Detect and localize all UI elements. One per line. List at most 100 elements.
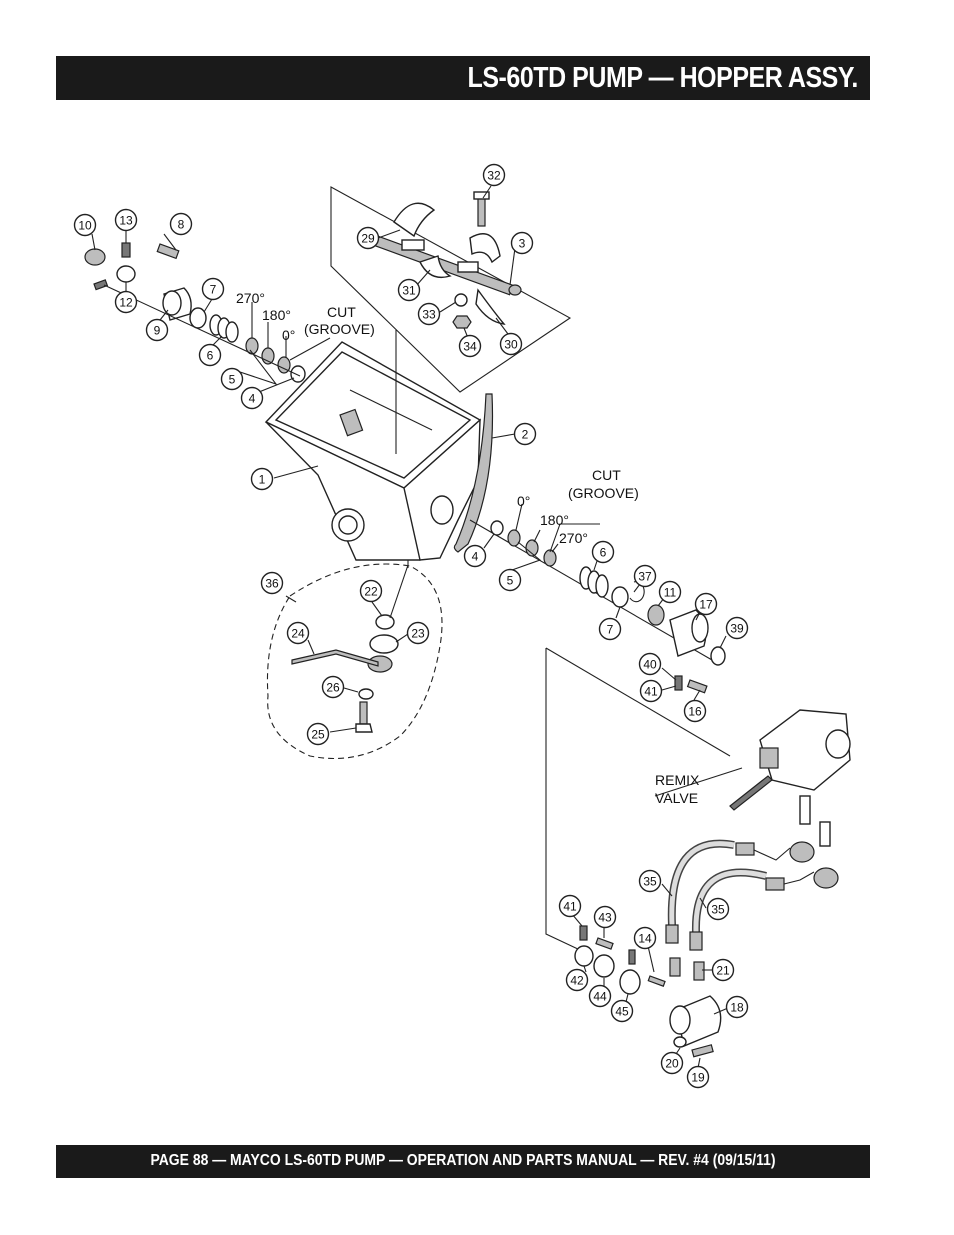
agitator-paddle-3 — [469, 233, 501, 264]
washer-4-right — [490, 520, 504, 536]
leader-cut-left — [289, 337, 331, 361]
svg-text:35: 35 — [643, 875, 657, 889]
leader-cut-right — [549, 523, 600, 553]
callout-25: 25 — [306, 722, 330, 746]
callout-41: 41 — [639, 679, 663, 703]
svg-text:40: 40 — [643, 658, 657, 672]
remix-leader — [654, 767, 743, 797]
plate-22 — [375, 614, 395, 630]
bolt-8 — [156, 243, 180, 260]
callout-18: 18 — [725, 995, 749, 1019]
cap-39 — [710, 646, 726, 666]
seal-ring-270-right — [543, 549, 557, 567]
agitator-enclosure-outline — [330, 186, 572, 393]
leader-8 — [163, 233, 177, 251]
svg-text:16: 16 — [688, 705, 702, 719]
remix-fitting-a — [799, 795, 811, 825]
handle-rod-24 — [291, 649, 379, 667]
cap-10 — [84, 248, 106, 266]
leader-45 — [625, 993, 629, 1003]
leader-24 — [307, 639, 315, 655]
hopper-side-port — [430, 495, 454, 525]
callout-17: 17 — [694, 592, 718, 616]
hose-35-b-inner — [693, 870, 767, 933]
leader-35b — [699, 897, 707, 909]
plate-23 — [369, 634, 399, 654]
angle-180-label-left: 180° — [262, 307, 291, 323]
leader-1 — [273, 465, 319, 479]
callout-5: 5 — [220, 367, 244, 391]
leader-31 — [415, 269, 431, 287]
leader-22 — [371, 601, 383, 617]
svg-text:30: 30 — [504, 338, 518, 352]
leader-17 — [695, 611, 701, 621]
svg-text:4: 4 — [472, 550, 479, 564]
svg-text:37: 37 — [638, 570, 652, 584]
hose-35-b-connect — [783, 871, 815, 885]
bearing-housing-9-face — [162, 290, 182, 316]
agitator-paddle-29 — [393, 202, 436, 238]
leader-16 — [693, 689, 701, 701]
callout-43: 43 — [593, 905, 617, 929]
callout-35: 35 — [638, 869, 662, 893]
svg-text:7: 7 — [607, 623, 614, 637]
hose-35-a-connect — [753, 847, 791, 861]
svg-text:3: 3 — [519, 237, 526, 251]
callout-23: 23 — [406, 621, 430, 645]
washer-12 — [116, 265, 136, 283]
bolt-25-head — [355, 723, 373, 733]
leader-25 — [329, 727, 357, 733]
svg-text:10: 10 — [78, 219, 92, 233]
svg-text:18: 18 — [730, 1001, 744, 1015]
leader-36 — [285, 595, 297, 603]
leader-9 — [159, 309, 169, 321]
footer-text: PAGE 88 — MAYCO LS-60TD PUMP — OPERATION… — [150, 1152, 776, 1169]
callout-19: 19 — [686, 1065, 710, 1089]
svg-text:20: 20 — [665, 1057, 679, 1071]
seal-ring-0-left — [277, 356, 291, 374]
fitting-21-a — [669, 957, 681, 977]
coupling-45 — [619, 969, 641, 995]
callout-40: 40 — [638, 652, 662, 676]
svg-text:9: 9 — [154, 324, 161, 338]
grate-bar-2 — [349, 389, 433, 431]
callout-29: 29 — [356, 226, 380, 250]
hydraulic-motor-18 — [675, 995, 722, 1047]
svg-text:8: 8 — [178, 218, 185, 232]
svg-text:39: 39 — [730, 622, 744, 636]
leader-7a — [203, 298, 213, 313]
hydraulic-motor-18-face — [669, 1005, 691, 1035]
svg-text:26: 26 — [326, 681, 340, 695]
callout-3: 3 — [510, 231, 534, 255]
hopper-latch — [339, 408, 364, 437]
hopper-side-wall — [403, 418, 481, 561]
angle-180-label-right: 180° — [540, 512, 569, 528]
setscrew-45 — [628, 949, 636, 965]
callout-26: 26 — [321, 675, 345, 699]
callout-22: 22 — [359, 579, 383, 603]
coupling-42 — [574, 945, 594, 967]
setscrew-41b — [579, 925, 588, 941]
callout-13: 13 — [114, 208, 138, 232]
leader-35a — [661, 883, 673, 897]
hose-35-b — [691, 868, 767, 933]
groove-label-right: (GROOVE) — [568, 485, 639, 501]
callout-21: 21 — [711, 958, 735, 982]
callout-33: 33 — [417, 302, 441, 326]
leader-3 — [509, 247, 516, 286]
motor-group-bracket-top — [545, 647, 731, 757]
callout-1: 1 — [250, 467, 274, 491]
svg-text:13: 13 — [119, 214, 133, 228]
cover-plate-assembly-36 — [266, 563, 443, 759]
key-14 — [647, 975, 666, 987]
hopper-rim-inner — [274, 351, 472, 479]
bearing-housing-17-face — [691, 613, 709, 643]
svg-text:42: 42 — [570, 974, 584, 988]
leader-33 — [439, 301, 457, 313]
hose-35-a-fitting — [735, 842, 755, 856]
remix-elbow-b — [813, 867, 839, 889]
callout-42: 42 — [565, 968, 589, 992]
assembly-36-leader — [389, 564, 409, 619]
callout-5-right: 5 — [498, 568, 522, 592]
callout-44: 44 — [588, 984, 612, 1008]
